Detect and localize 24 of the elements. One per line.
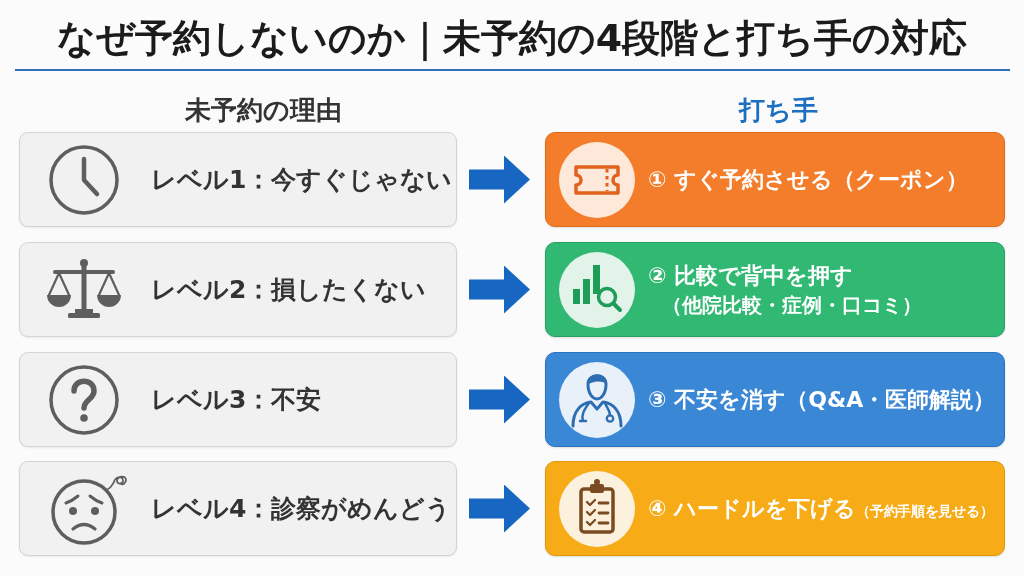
action-panel <box>545 242 1005 337</box>
reason-panel <box>19 352 457 447</box>
reason-panel <box>19 242 457 337</box>
reason-text: レベル1：今すぐじゃない <box>151 163 453 196</box>
arrow <box>469 375 530 424</box>
column-heading: 未予約の理由 <box>184 94 342 126</box>
reason-text: レベル2：損したくない <box>151 273 427 306</box>
action-title: ③ 不安を消す（Q&A・医師解説） <box>648 385 996 414</box>
action-title: ④ ハードルを下げる <box>648 494 857 523</box>
arrow <box>469 265 530 314</box>
reason-text: レベル3：不安 <box>151 383 322 416</box>
reason-text: レベル4：診察がめんどう <box>151 492 452 525</box>
action-detail: （他院比較・症例・口コミ） <box>662 291 922 319</box>
reason-panel <box>19 461 457 556</box>
arrow <box>469 155 530 204</box>
action-detail: （予約手順を見せる） <box>856 501 994 521</box>
action-panel <box>545 461 1005 556</box>
action-panel <box>545 132 1005 227</box>
arrow <box>469 484 530 533</box>
action-panel <box>545 352 1005 447</box>
action-title: ① すぐ予約させる（クーポン） <box>648 165 969 194</box>
reason-panel <box>19 132 457 227</box>
title: なぜ予約しないのか｜未予約の4段階と打ち手の対応 <box>56 15 968 61</box>
action-title: ② 比較で背中を押す <box>648 261 854 290</box>
